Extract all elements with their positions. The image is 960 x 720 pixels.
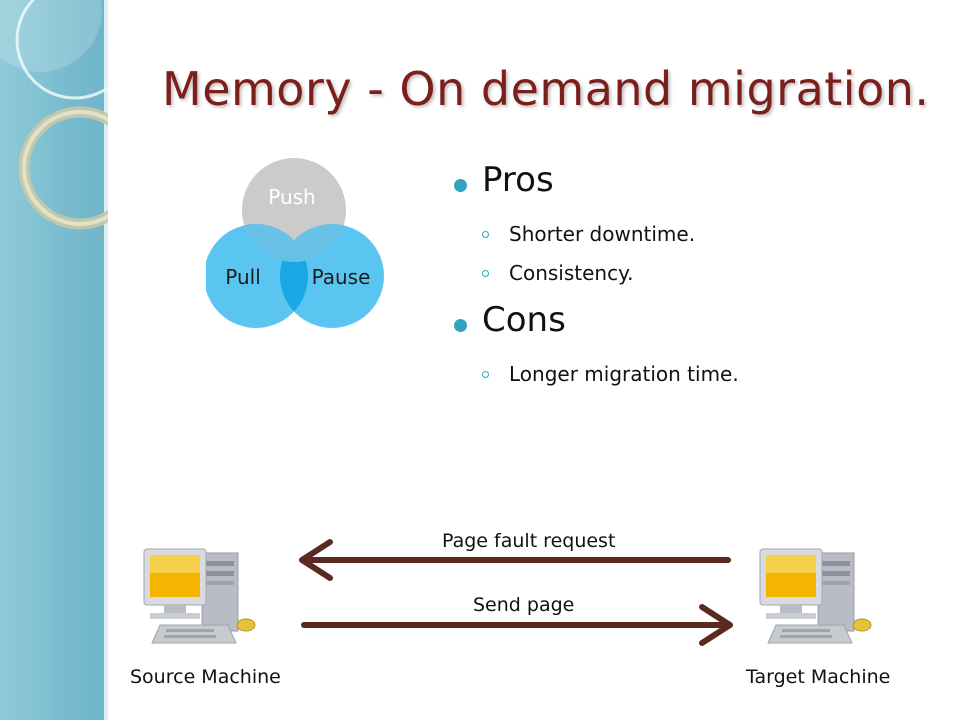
slide-title: Memory - On demand migration. — [162, 62, 930, 116]
send-page-arrow — [301, 604, 733, 646]
page-fault-request-arrow — [299, 539, 731, 581]
migration-arrows — [299, 539, 733, 646]
source-machine-label: Source Machine — [130, 666, 281, 688]
page-fault-request-label: Page fault request — [442, 530, 616, 552]
target-computer-icon — [759, 548, 872, 644]
venn-overlap-push-pull — [242, 224, 308, 262]
venn-label-push: Push — [268, 185, 315, 209]
venn-label-pause: Pause — [312, 265, 371, 289]
bullet-ring-icon — [482, 270, 489, 277]
venn-label-pull: Pull — [225, 265, 261, 289]
venn-diagram: Push Pull Pause — [206, 158, 384, 328]
band-edge-line — [104, 0, 108, 720]
bullet-dot-icon — [454, 319, 467, 332]
source-computer-icon — [143, 548, 256, 644]
decorative-rings — [0, 0, 108, 230]
bullet-ring-icon — [482, 231, 489, 238]
target-machine-label: Target Machine — [746, 666, 891, 688]
send-page-label: Send page — [473, 594, 575, 616]
bullet-dot-icon — [454, 179, 467, 192]
bullet-ring-icon — [482, 371, 489, 378]
venn-overlap-push-pause — [280, 224, 346, 262]
